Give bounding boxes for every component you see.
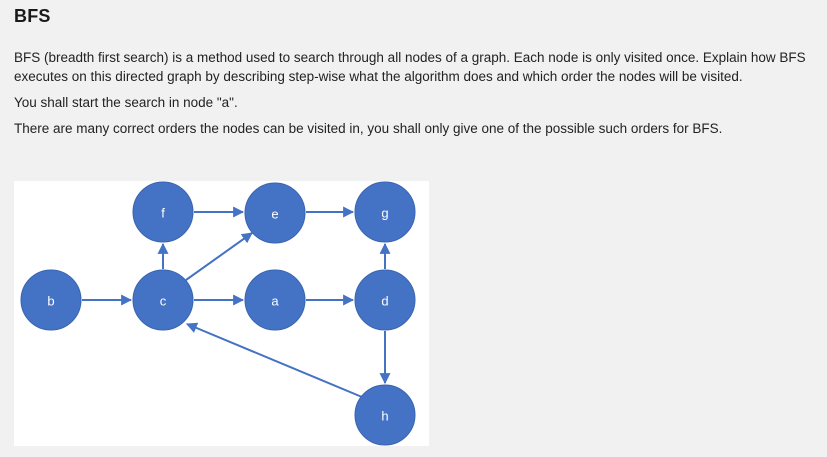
directed-graph-svg: b f c e a g d h — [20, 181, 416, 446]
paragraph-start-node: You shall start the search in node "a". — [14, 95, 238, 110]
task-description: BFS (breadth first search) is a method u… — [14, 48, 814, 138]
graph-edge-c-to-e — [185, 232, 253, 281]
graph-node-label-c: c — [160, 294, 167, 309]
graph-node-d: d — [354, 269, 416, 331]
graph-node-label-d: d — [381, 294, 388, 309]
graph-edge-h-to-c — [185, 322, 363, 398]
graph-node-circle-b — [20, 269, 82, 331]
graph-node-circle-d — [354, 269, 416, 331]
graph-node-circle-e — [244, 182, 306, 244]
paragraph-orders: There are many correct orders the nodes … — [14, 121, 723, 136]
graph-node-label-b: b — [47, 294, 54, 309]
graph-node-label-e: e — [271, 207, 278, 222]
graph-node-circle-g — [354, 181, 416, 243]
paragraph-intro: BFS (breadth first search) is a method u… — [14, 50, 806, 84]
graph-node-label-f: f — [161, 206, 165, 221]
graph-image-panel: b f c e a g d h — [14, 181, 429, 446]
graph-node-label-h: h — [381, 409, 388, 424]
graph-node-g: g — [354, 181, 416, 243]
graph-node-label-a: a — [271, 294, 279, 309]
graph-nodes: b f c e a g d h — [20, 181, 416, 446]
graph-node-f: f — [132, 181, 194, 243]
graph-node-a: a — [244, 269, 306, 331]
graph-node-circle-a — [244, 269, 306, 331]
graph-edges — [82, 206, 391, 398]
graph-node-circle-f — [132, 181, 194, 243]
graph-node-e: e — [244, 182, 306, 244]
graph-node-c: c — [132, 269, 194, 331]
graph-node-b: b — [20, 269, 82, 331]
graph-node-circle-h — [354, 384, 416, 446]
graph-node-circle-c — [132, 269, 194, 331]
graph-node-label-g: g — [381, 206, 388, 221]
graph-node-h: h — [354, 384, 416, 446]
page-title: BFS — [14, 6, 51, 26]
